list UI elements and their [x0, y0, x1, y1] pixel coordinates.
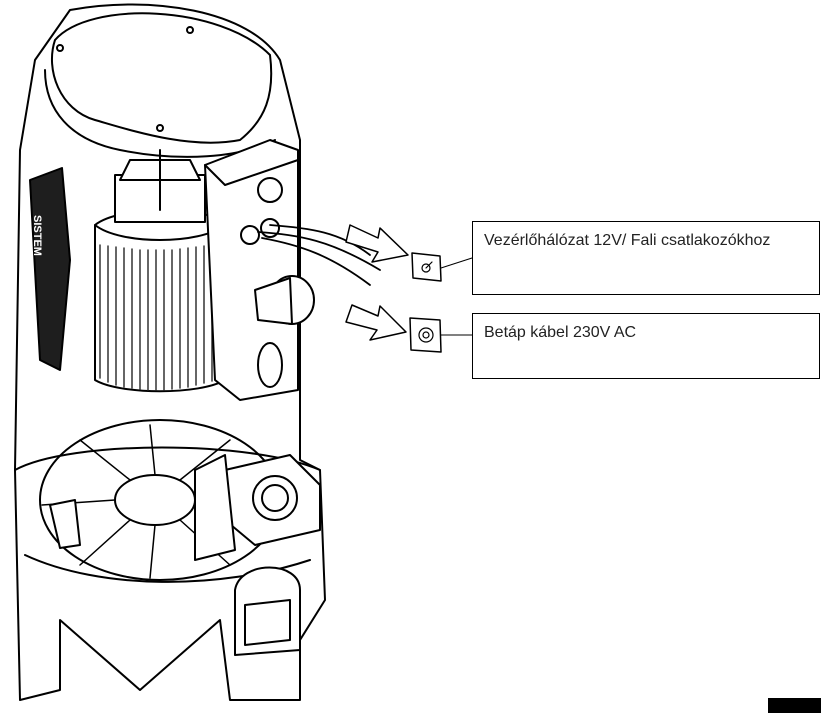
filter-cartridge — [94, 149, 226, 393]
latch — [49, 499, 81, 549]
vent-hole — [257, 342, 283, 388]
carry-handle — [234, 566, 301, 656]
callout-power-cable-text: Betáp kábel 230V AC — [484, 324, 637, 341]
side-brand-label: SISTEM — [31, 215, 43, 256]
unit-lid — [50, 12, 273, 144]
callout-control-network: Vezérlőhálózat 12V/ Fali csatlakozókhoz — [472, 221, 820, 295]
connector-plate-icon — [409, 317, 442, 353]
cable-gland — [240, 225, 260, 245]
lid-screw — [186, 26, 194, 34]
callout-power-cable: Betáp kábel 230V AC — [472, 313, 820, 379]
arrow-right-icon — [345, 224, 409, 263]
callout-control-network-text: Vezérlőhálózat 12V/ Fali csatlakozókhoz — [484, 232, 771, 249]
central-vacuum-unit: SISTEM — [14, 3, 381, 701]
page-corner-bar — [768, 698, 821, 713]
lid-screw — [156, 124, 164, 132]
brand-text: SISTEM — [31, 215, 43, 256]
lid-screw — [56, 44, 64, 52]
exhaust-outlet — [254, 275, 315, 325]
side-panel — [29, 167, 71, 371]
switch-knob — [257, 177, 283, 203]
cables — [257, 224, 381, 286]
electrical-box — [204, 139, 299, 401]
arrow-right-icon — [345, 304, 407, 341]
leader-line — [440, 257, 473, 269]
connector-plate-icon — [411, 252, 442, 282]
suction-inlet — [194, 454, 321, 561]
